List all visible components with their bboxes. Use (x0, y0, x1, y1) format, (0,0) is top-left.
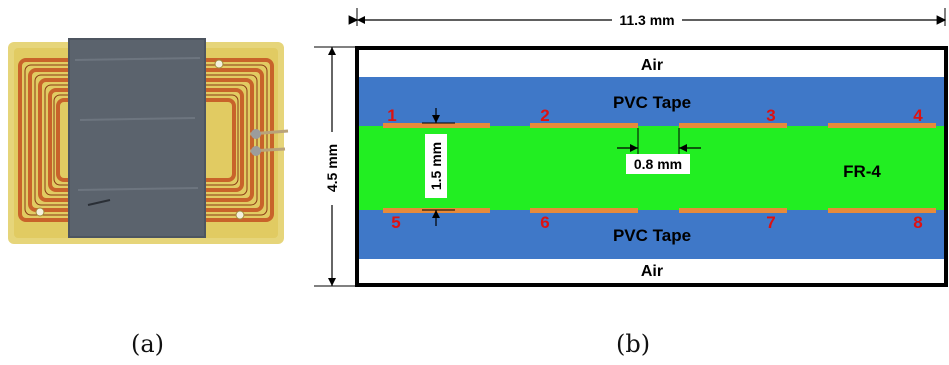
height-dimension: 4.5 mm (314, 46, 355, 287)
trace-3 (679, 123, 787, 128)
layer-label-bottom-air: Air (641, 263, 663, 280)
trace-number-5: 5 (391, 213, 400, 232)
trace-number-3: 3 (766, 106, 775, 125)
caption-b: (b) (616, 330, 651, 358)
width-dimension: 11.3 mm (348, 8, 947, 28)
layer-label-core: FR-4 (843, 162, 881, 181)
cross-section-diagram: 11.3 mm 4.5 mm Air PVC Tape FR-4 PVC Tap… (314, 8, 948, 287)
trace-8 (828, 208, 936, 213)
outer-border (355, 46, 948, 287)
trace-7 (679, 208, 787, 213)
width-label: 11.3 mm (619, 12, 674, 28)
height-label: 4.5 mm (324, 144, 340, 192)
trace-spacing-dimension: 1.5 mm (422, 108, 455, 226)
gap-label: 0.8 mm (634, 156, 682, 172)
trace-6 (530, 208, 638, 213)
layer-label-bottom-tape: PVC Tape (613, 226, 691, 245)
trace-2 (530, 123, 638, 128)
pvc-tape-top (357, 77, 946, 126)
caption-a: (a) (131, 330, 165, 358)
gap-dimension: 0.8 mm (617, 128, 701, 174)
trace-number-6: 6 (540, 213, 549, 232)
layer-label-top-air: Air (641, 57, 663, 74)
transformer-photo (8, 38, 289, 244)
trace-4 (828, 123, 936, 128)
trace-number-8: 8 (913, 213, 922, 232)
trace-1 (383, 123, 490, 128)
trace-number-2: 2 (540, 106, 549, 125)
pvc-tape-bottom (357, 210, 946, 259)
trace-height-label: 1.5 mm (428, 142, 444, 190)
trace-number-1: 1 (387, 106, 396, 125)
layer-label-top-tape: PVC Tape (613, 93, 691, 112)
trace-number-7: 7 (766, 213, 775, 232)
trace-number-4: 4 (913, 106, 923, 125)
